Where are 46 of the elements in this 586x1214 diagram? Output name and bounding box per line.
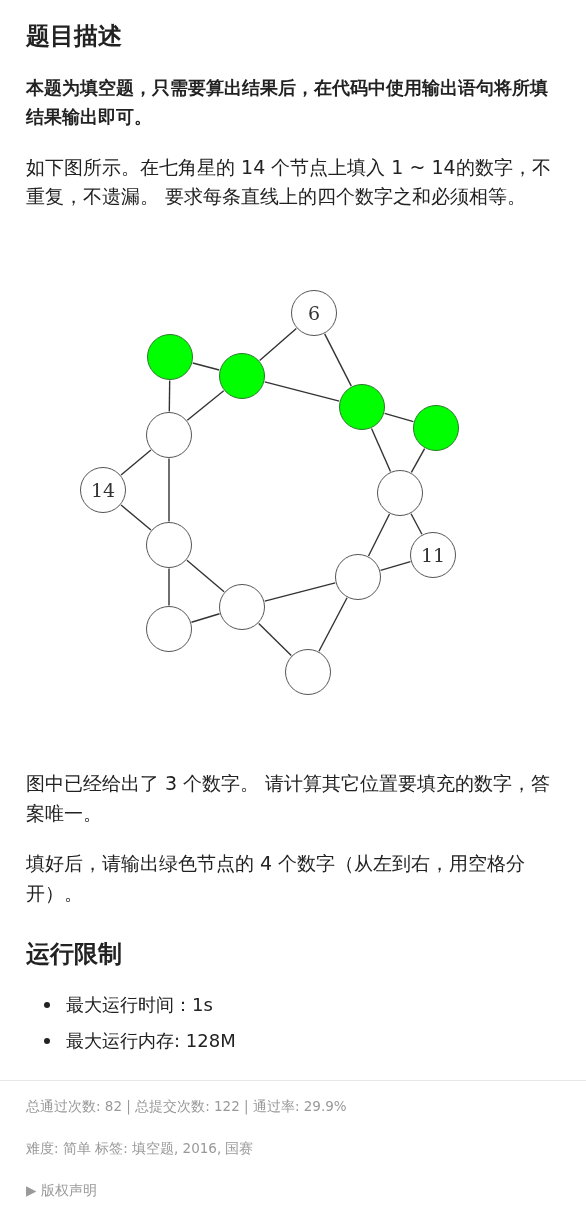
connector-line: [264, 381, 340, 402]
connector-line: [318, 597, 348, 652]
connector-line: [168, 457, 170, 523]
connector-line: [410, 513, 423, 535]
empty-circle: [146, 522, 192, 568]
connector-line: [186, 390, 225, 421]
empty-circle: [413, 405, 459, 451]
connector-line: [379, 560, 412, 572]
number-circle: 11: [410, 532, 456, 578]
connector-line: [383, 412, 415, 423]
list-item: 最大运行内存: 128M: [66, 1029, 236, 1053]
tags-text: 难度: 简单 标签: 填空题, 2016, 国赛: [26, 1139, 254, 1158]
connector-line: [120, 449, 152, 476]
empty-circle: [335, 554, 381, 600]
empty-circle: [339, 384, 385, 430]
connector-line: [190, 613, 221, 623]
empty-circle: [146, 606, 192, 652]
connector-line: [192, 362, 220, 371]
connector-line: [186, 559, 225, 593]
problem-text: 填好后，请输出绿色节点的 4 个数字（从左到右，用空格分开）。: [26, 851, 527, 906]
copyright-link: ▶ 版权声明: [26, 1181, 97, 1200]
connector-line: [258, 622, 292, 657]
connector-line: [168, 379, 171, 413]
connector-line: [367, 513, 391, 557]
number-circle: 6: [291, 290, 337, 336]
empty-circle: [147, 334, 193, 380]
section-heading: 题目描述: [26, 21, 122, 52]
section-heading: 运行限制: [26, 939, 123, 970]
connector-line: [324, 333, 352, 387]
empty-circle: [219, 353, 265, 399]
number-circle: 14: [80, 467, 126, 513]
connector-line: [370, 427, 392, 473]
instruction-text: 本题为填空题，只需要算出结果后，在代码中使用输出语句将所填结果输出即可。: [26, 77, 549, 129]
connector-line: [168, 567, 170, 607]
connector-line: [120, 504, 152, 531]
connector-line: [410, 447, 426, 474]
connector-line: [264, 582, 336, 602]
list-item: 最大运行时间：1s: [66, 993, 213, 1017]
empty-circle: [285, 649, 331, 695]
problem-text: 图中已经给出了 3 个数字。 请计算其它位置要填充的数字，答案唯一。: [26, 771, 552, 826]
empty-circle: [219, 584, 265, 630]
connector-line: [259, 327, 297, 362]
empty-circle: [146, 412, 192, 458]
problem-text: 如下图所示。在七角星的 14 个节点上填入 1 ~ 14的数字，不重复，不遗漏。 要求每条直线上的四个数字之和必须相等。: [26, 155, 552, 209]
empty-circle: [377, 470, 423, 516]
stats-text: 总通过次数: 82 | 总提交次数: 122 | 通过率: 29.9%: [26, 1097, 347, 1116]
